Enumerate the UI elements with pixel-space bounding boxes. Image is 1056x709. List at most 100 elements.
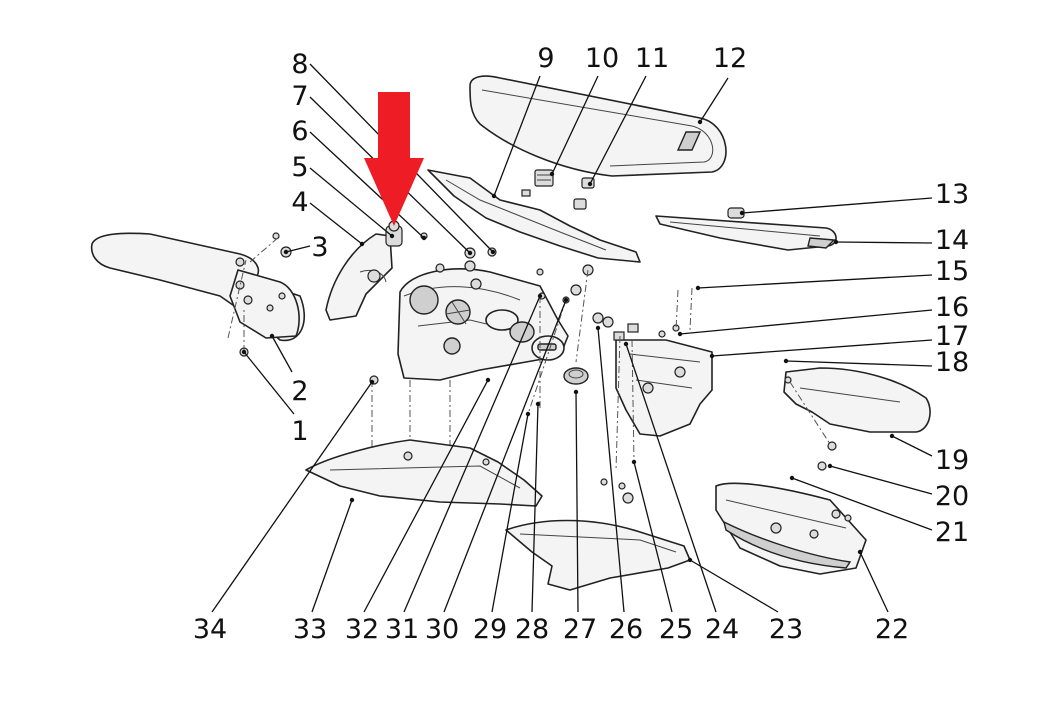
part-side-panel [305,439,543,507]
callout-number-25: 25 [659,614,693,645]
callout-number-11: 11 [635,43,669,74]
leader-line-3 [285,245,311,253]
callout-number-3: 3 [311,232,328,263]
callout-number-22: 22 [875,614,909,645]
callout-number-8: 8 [291,49,308,80]
leader-tip-28 [535,401,541,407]
leader-tip-1 [241,349,247,355]
leader-line-17 [711,339,933,357]
callout-number-34: 34 [193,614,227,645]
leader-line-12 [699,77,729,123]
leader-line-16 [679,309,933,335]
leader-line-23 [689,559,779,613]
part-tray [715,482,867,575]
callout-number-30: 30 [425,614,459,645]
callout-number-29: 29 [473,614,507,645]
leader-line-27 [575,391,579,613]
callout-number-33: 33 [293,614,327,645]
leader-line-24 [625,343,717,613]
callout-number-32: 32 [345,614,379,645]
part-side-cover [325,233,393,321]
leader-line-28 [531,403,539,613]
leader-line-33 [311,499,353,613]
leader-tip-29 [525,411,531,417]
leader-tip-25 [631,459,637,465]
callout-number-23: 23 [769,614,803,645]
leader-tip-7 [467,250,473,256]
leader-tip-5 [389,233,395,239]
callout-number-31: 31 [385,614,419,645]
leader-tip-21 [789,475,795,481]
callout-number-4: 4 [291,187,308,218]
leader-line-31 [403,295,541,613]
callout-number-24: 24 [705,614,739,645]
part-grommet [563,312,614,385]
leader-line-25 [633,461,673,613]
leader-tip-12 [697,119,703,125]
leader-lines [211,63,933,613]
leader-tip-22 [857,549,863,555]
leader-line-34 [211,381,373,613]
leader-line-1 [243,351,295,415]
leader-tip-19 [889,433,895,439]
callout-number-16: 16 [935,292,969,323]
callout-number-20: 20 [935,481,969,512]
callout-number-26: 26 [609,614,643,645]
leader-tip-11 [587,181,593,187]
leader-line-9 [493,75,541,197]
leader-line-30 [443,299,567,613]
leader-tip-13 [739,210,745,216]
leader-line-20 [829,465,933,495]
leader-line-5 [309,167,393,237]
leader-line-21 [791,477,933,531]
leader-line-15 [697,274,933,289]
leader-line-14 [835,241,933,244]
leader-tip-9 [491,193,497,199]
leader-line-22 [859,551,889,613]
leader-tip-17 [709,353,715,359]
parts-drawing [90,75,931,591]
leader-tip-27 [573,389,579,395]
callout-number-9: 9 [537,43,554,74]
part-tank [369,247,594,470]
callout-number-13: 13 [935,179,969,210]
leader-line-2 [271,335,293,373]
callout-number-17: 17 [935,321,969,352]
part-clips [521,169,595,210]
leader-line-26 [597,327,625,613]
callout-number-18: 18 [935,347,969,378]
callout-number-12: 12 [713,43,747,74]
callout-number-1: 1 [291,416,308,447]
leader-line-6 [309,131,425,239]
callout-number-15: 15 [935,256,969,287]
leader-line-13 [741,197,933,214]
callout-number-10: 10 [585,43,619,74]
leader-line-32 [363,379,489,613]
highlight-arrow-icon [364,92,424,226]
leader-tip-18 [783,358,789,364]
leader-tip-32 [485,377,491,383]
leader-line-11 [589,75,647,185]
callout-number-5: 5 [291,152,308,183]
leader-tip-30 [563,297,569,303]
leader-tip-23 [687,557,693,563]
part-frame-strip [427,169,641,263]
callout-number-2: 2 [291,376,308,407]
leader-line-10 [551,75,599,175]
part-skid-plate [505,519,691,591]
leader-tip-4 [359,241,365,247]
part-fuel-cap [385,220,428,247]
leader-tip-2 [269,333,275,339]
callout-number-19: 19 [935,445,969,476]
leader-tip-31 [537,293,543,299]
leader-tip-33 [349,497,355,503]
part-front-fender [90,232,305,357]
leader-line-29 [491,413,529,613]
leader-tip-15 [695,285,701,291]
callout-number-14: 14 [935,225,969,256]
callout-number-21: 21 [935,517,969,548]
leader-line-19 [891,435,933,457]
part-seat [469,75,727,177]
